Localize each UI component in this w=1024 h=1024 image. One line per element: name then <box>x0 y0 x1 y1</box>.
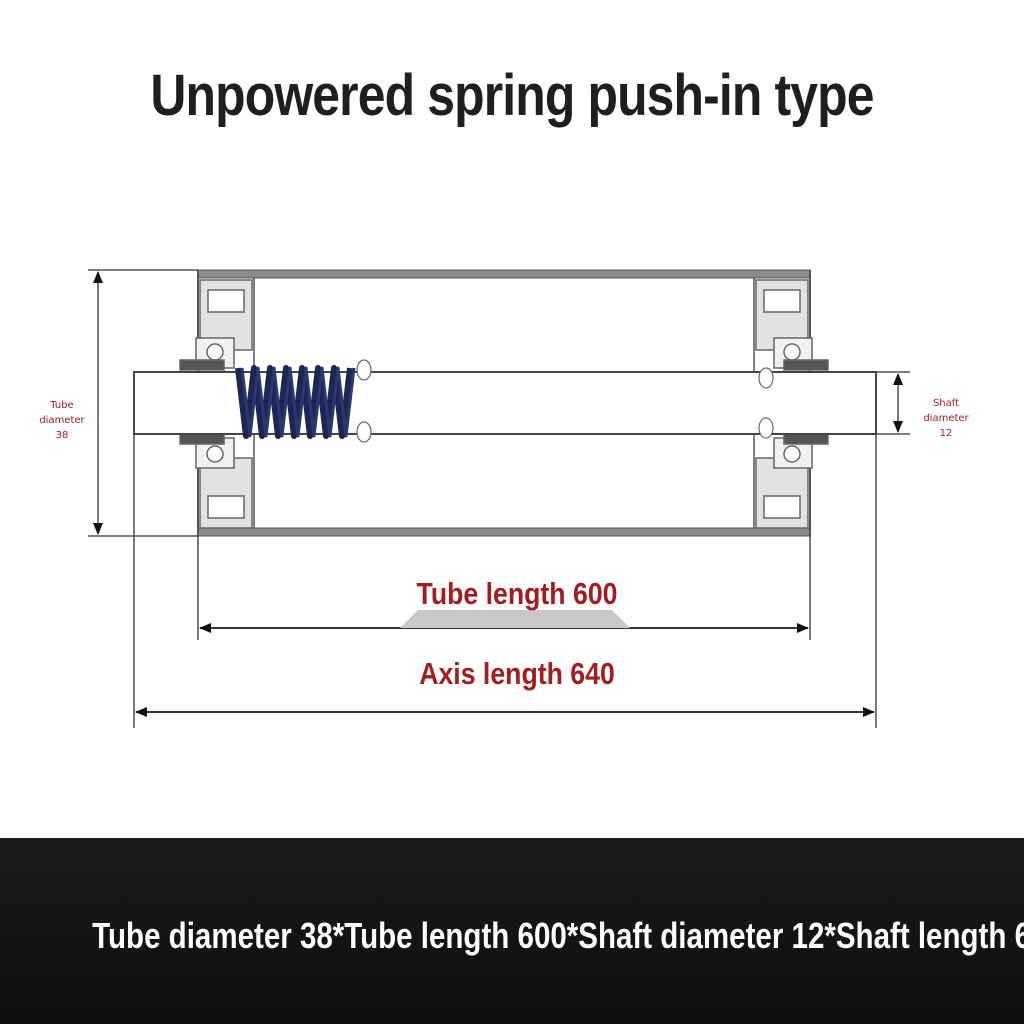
spring-icon <box>235 365 356 439</box>
left-bearing <box>179 279 253 529</box>
shaft-diameter-label-line2: diameter <box>923 413 969 424</box>
axis-length-label: Axis length 640 <box>419 656 615 691</box>
right-bearing <box>755 279 829 529</box>
shaft-markers <box>356 359 774 443</box>
tube-diameter-label: Tube diameter 38 <box>36 398 88 443</box>
shaft-diameter-label-line3: 12 <box>939 428 953 439</box>
axis-length-dimension <box>133 434 877 728</box>
tube-length-label: Tube length 600 <box>416 576 618 611</box>
shaft-diameter-dimension <box>876 371 910 435</box>
tube-length-dimension <box>197 536 811 640</box>
roller-drawing <box>88 269 910 728</box>
tube-diameter-label-line1: Tube <box>50 400 74 411</box>
tube-diameter-dimension <box>88 269 198 537</box>
shaft-diameter-label: Shaft diameter 12 <box>918 396 974 441</box>
spec-footer-bar: Tube diameter 38*Tube length 600*Shaft d… <box>0 838 1024 1024</box>
tube-diameter-label-line2: diameter <box>39 415 85 426</box>
tube-diameter-label-line3: 38 <box>55 430 69 441</box>
spec-footer-text: Tube diameter 38*Tube length 600*Shaft d… <box>92 915 1024 956</box>
shaft-diameter-label-line1: Shaft <box>932 398 960 409</box>
page-title: Unpowered spring push-in type <box>150 63 874 128</box>
